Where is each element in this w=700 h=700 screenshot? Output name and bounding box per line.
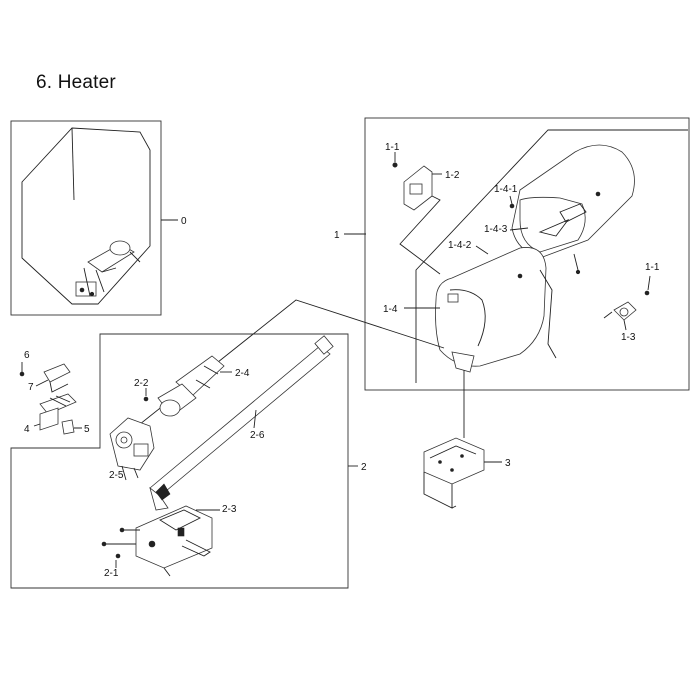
duct-frame: [364, 117, 690, 391]
mounting-bracket: [423, 437, 502, 509]
overview-box: 0: [10, 120, 187, 316]
callout-2-2: 2-2: [134, 378, 149, 389]
igniter-bracket: [157, 355, 225, 417]
burner-frame: [10, 333, 349, 589]
burner-mount: [101, 505, 213, 577]
upper-duct-cylinder: [509, 144, 635, 275]
callout-2-1: 2-1: [104, 568, 119, 579]
callout-3: 3: [505, 458, 511, 469]
callout-4: 4: [24, 424, 30, 435]
leader-duct-to-burner: [119, 299, 445, 441]
callout-2-6: 2-6: [250, 430, 265, 441]
callout-1-1-right: 1-1: [645, 262, 660, 273]
callout-1-4-2: 1-4-2: [448, 240, 472, 251]
duct-assembly-box: 1 1-1 1-2 1-: [334, 117, 690, 391]
callout-1-2: 1-2: [445, 170, 460, 181]
callout-2-4: 2-4: [235, 368, 250, 379]
page-title: 6. Heater: [36, 72, 116, 93]
callout-1-3: 1-3: [621, 332, 636, 343]
callout-5: 5: [84, 424, 90, 435]
gas-valve: [109, 417, 155, 481]
thermostat-bracket: [392, 152, 442, 275]
callout-1: 1: [334, 230, 340, 241]
cabinet-outline: [21, 127, 151, 305]
callout-0: 0: [181, 216, 187, 227]
callout-2: 2: [361, 462, 367, 473]
callout-6: 6: [24, 350, 30, 361]
heater-assembly-thumbnail: [75, 240, 141, 297]
callout-1-4-3: 1-4-3: [484, 224, 508, 235]
bracket-guide-line: [399, 195, 441, 275]
duct-inner-outline: [415, 129, 688, 383]
callout-1-1-top: 1-1: [385, 142, 400, 153]
burner-assembly-box: 2 2-6 2-4 2-2: [10, 333, 367, 589]
cabinet-edge: [71, 127, 75, 201]
callout-1-4-1: 1-4-1: [494, 184, 518, 195]
overview-frame: [10, 120, 162, 316]
callout-2-3: 2-3: [222, 504, 237, 515]
sensor-parts: [19, 362, 82, 435]
callout-2-5: 2-5: [109, 470, 124, 481]
thermostat-right: [603, 275, 651, 331]
burner-tube: [149, 335, 334, 511]
lower-duct-cylinder: [435, 247, 557, 373]
callout-7: 7: [28, 382, 34, 393]
callout-1-4: 1-4: [383, 304, 398, 315]
